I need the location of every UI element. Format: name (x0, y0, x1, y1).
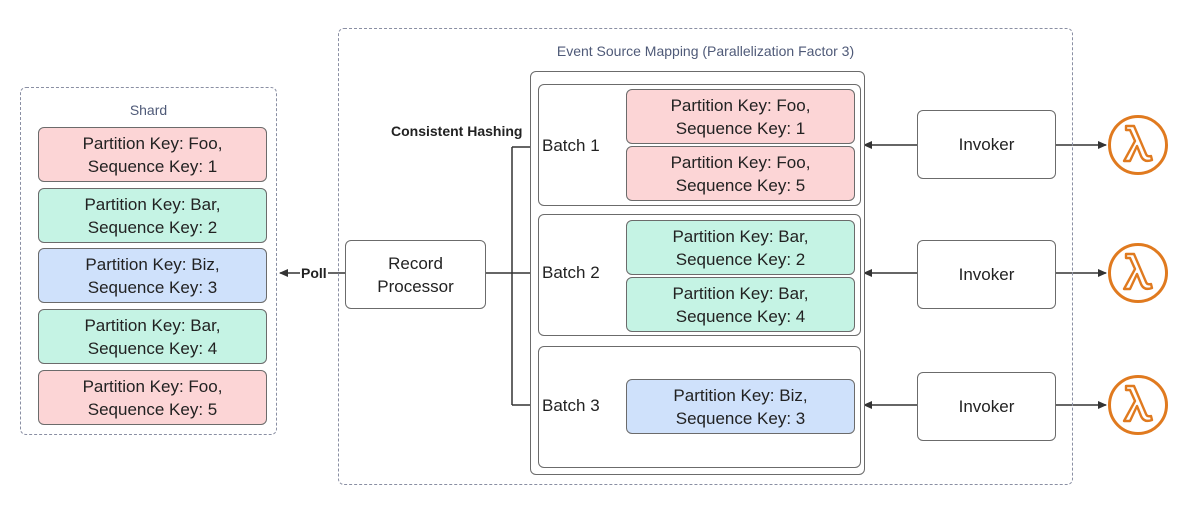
shard-record-5: Partition Key: Foo, Sequence Key: 5 (38, 370, 267, 425)
invoker-2: Invoker (917, 240, 1056, 309)
consistent-hashing-label: Consistent Hashing (391, 123, 523, 139)
shard-record-3: Partition Key: Biz, Sequence Key: 3 (38, 248, 267, 303)
shard-record-1: Partition Key: Foo, Sequence Key: 1 (38, 127, 267, 182)
shard-record-4: Partition Key: Bar, Sequence Key: 4 (38, 309, 267, 364)
batch-2-record-2: Partition Key: Bar, Sequence Key: 4 (626, 277, 855, 332)
batch-1-record-1: Partition Key: Foo, Sequence Key: 1 (626, 89, 855, 144)
shard-title: Shard (129, 102, 168, 118)
batch-1-record-2: Partition Key: Foo, Sequence Key: 5 (626, 146, 855, 201)
batch-2-record-1: Partition Key: Bar, Sequence Key: 2 (626, 220, 855, 275)
batch-3-record-1: Partition Key: Biz, Sequence Key: 3 (626, 379, 855, 434)
invoker-3: Invoker (917, 372, 1056, 441)
shard-container: Shard (20, 87, 277, 435)
shard-record-2: Partition Key: Bar, Sequence Key: 2 (38, 188, 267, 243)
batch-3-label: Batch 3 (542, 396, 600, 415)
poll-label: Poll (300, 265, 328, 281)
lambda-icon-1 (1107, 114, 1169, 176)
batch-1-label: Batch 1 (542, 136, 600, 155)
record-processor: Record Processor (345, 240, 486, 309)
invoker-1: Invoker (917, 110, 1056, 179)
batch-2-label: Batch 2 (542, 263, 600, 282)
lambda-icon-3 (1107, 374, 1169, 436)
event-source-mapping-container (338, 28, 1073, 485)
lambda-icon-2 (1107, 242, 1169, 304)
esm-title: Event Source Mapping (Parallelization Fa… (556, 43, 855, 59)
